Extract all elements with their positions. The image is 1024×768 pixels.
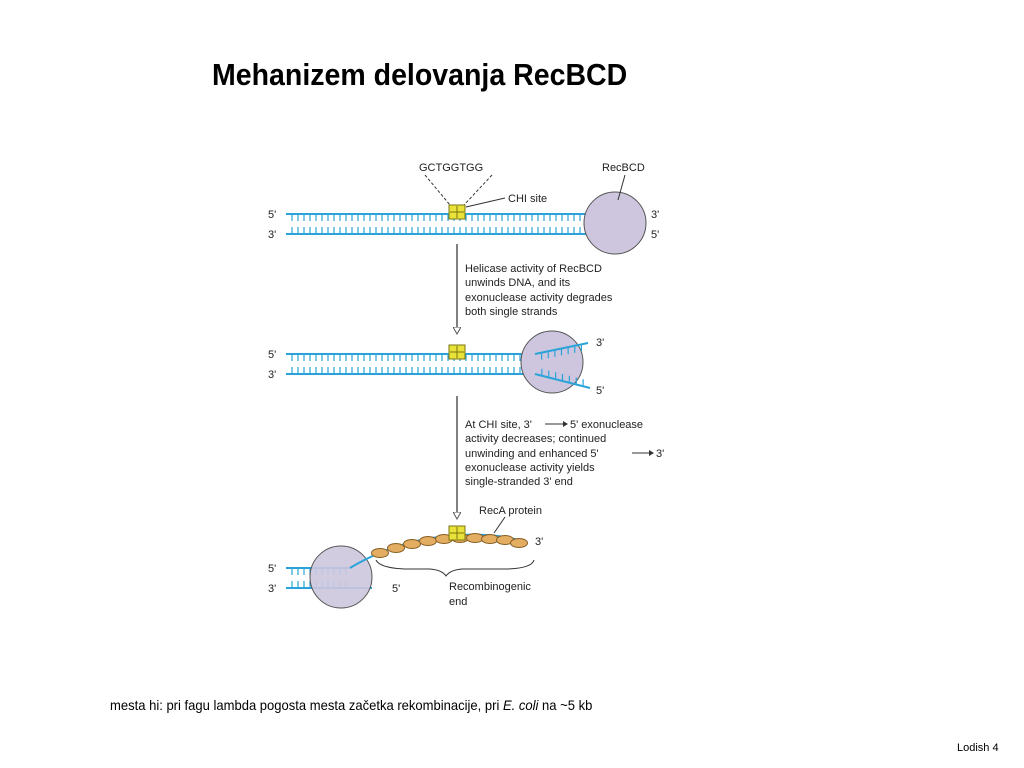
stage2-top-strand-end: 3' [596,337,604,349]
step2-inline-arrowhead-2 [649,450,654,456]
stage2-base-pairs [291,355,527,373]
stage2-top-left-end: 5' [268,349,276,361]
stage2-group: 5' 3' 3' 5' [268,330,604,397]
reca-monomer [481,534,499,544]
reca-filament [371,533,528,558]
recbcd-label-pointer [617,174,626,201]
chi-site-marker [448,525,466,541]
reca-monomer [403,539,421,549]
stage1-bottom-left-end: 3' [268,229,276,241]
chi-site-marker [448,204,466,220]
stage2-bottom-left-end: 3' [268,369,276,381]
reca-monomer [371,548,389,558]
stage2-unwound-bottom-strand [534,373,591,389]
step2-inline-arrowhead-1 [563,421,568,427]
recombinogenic-brace [375,559,535,577]
chi-site-marker [448,344,466,360]
step2-line1-end: 5' exonuclease [570,419,643,431]
stage1-bottom-right-end: 5' [651,229,659,241]
footnote-text: mesta hi: pri fagu lambda pogosta mesta … [110,697,503,713]
step2-line3-end: 3' [656,448,664,460]
stage1-base-pairs [291,215,581,233]
sequence-pointer-right [463,174,493,206]
recombinogenic-label-line1: Recombinogenic [449,581,531,593]
chi-site-label: CHI site [508,193,547,205]
step1-line: unwinds DNA, and its [465,277,571,289]
reca-label-pointer [493,516,506,534]
slide-footnote: mesta hi: pri fagu lambda pogosta mesta … [110,696,592,714]
stage3-top-left-end: 5' [268,563,276,575]
sequence-label: GCTGGTGG [419,162,483,174]
step2-line3-start: unwinding and enhanced 5' [465,448,599,460]
stage1-top-left-end: 5' [268,209,276,221]
footnote-organism: E. coli [502,697,539,713]
reca-monomer [419,536,437,546]
stage3-strand-end: 3' [535,536,543,548]
step2-line1-start: At CHI site, 3' [465,419,532,431]
source-credit: Lodish 4 [957,742,999,754]
step1-description: Helicase activity of RecBCD unwinds DNA,… [465,263,613,318]
step1-line: exonuclease activity degrades [465,292,613,304]
step2-line2: activity decreases; continued [465,433,606,445]
sequence-pointer-left [424,174,451,206]
stage3-bottom-left-end: 3' [268,583,276,595]
step1-line: Helicase activity of RecBCD [465,263,602,275]
stage2-unwound-top-strand [534,342,589,355]
stage2-unwound-bases [541,345,584,386]
reca-monomer [466,533,484,543]
recbcd-enzyme-stage1 [583,191,647,255]
step2-line5: single-stranded 3' end [465,476,573,488]
step2-line4: exonuclease activity yields [465,462,595,474]
reca-monomer [387,543,405,553]
recbcd-label: RecBCD [602,162,645,174]
slide-title: Mehanizem delovanja RecBCD [212,57,628,92]
reca-monomer [510,538,528,548]
step1-line: both single strands [465,306,558,318]
recombinogenic-label-line2: end [449,596,467,608]
stage2-bottom-strand-end: 5' [596,385,604,397]
stage1-group: GCTGGTGG CHI site RecBCD 5' 3' 3' 5' [268,162,659,255]
stage3-bottom-strand-end: 5' [392,583,400,595]
footnote-text-end: na ~5 kb [538,697,593,713]
reca-protein-label: RecA protein [479,505,542,517]
recbcd-enzyme-stage3 [309,545,373,609]
step2-description: At CHI site, 3' 5' exonuclease activity … [465,419,664,488]
stage3-group: RecA protein 3' 5' 3' 5' Recombinogenic … [268,505,543,609]
stage1-top-right-end: 3' [651,209,659,221]
chi-label-pointer [465,197,506,208]
